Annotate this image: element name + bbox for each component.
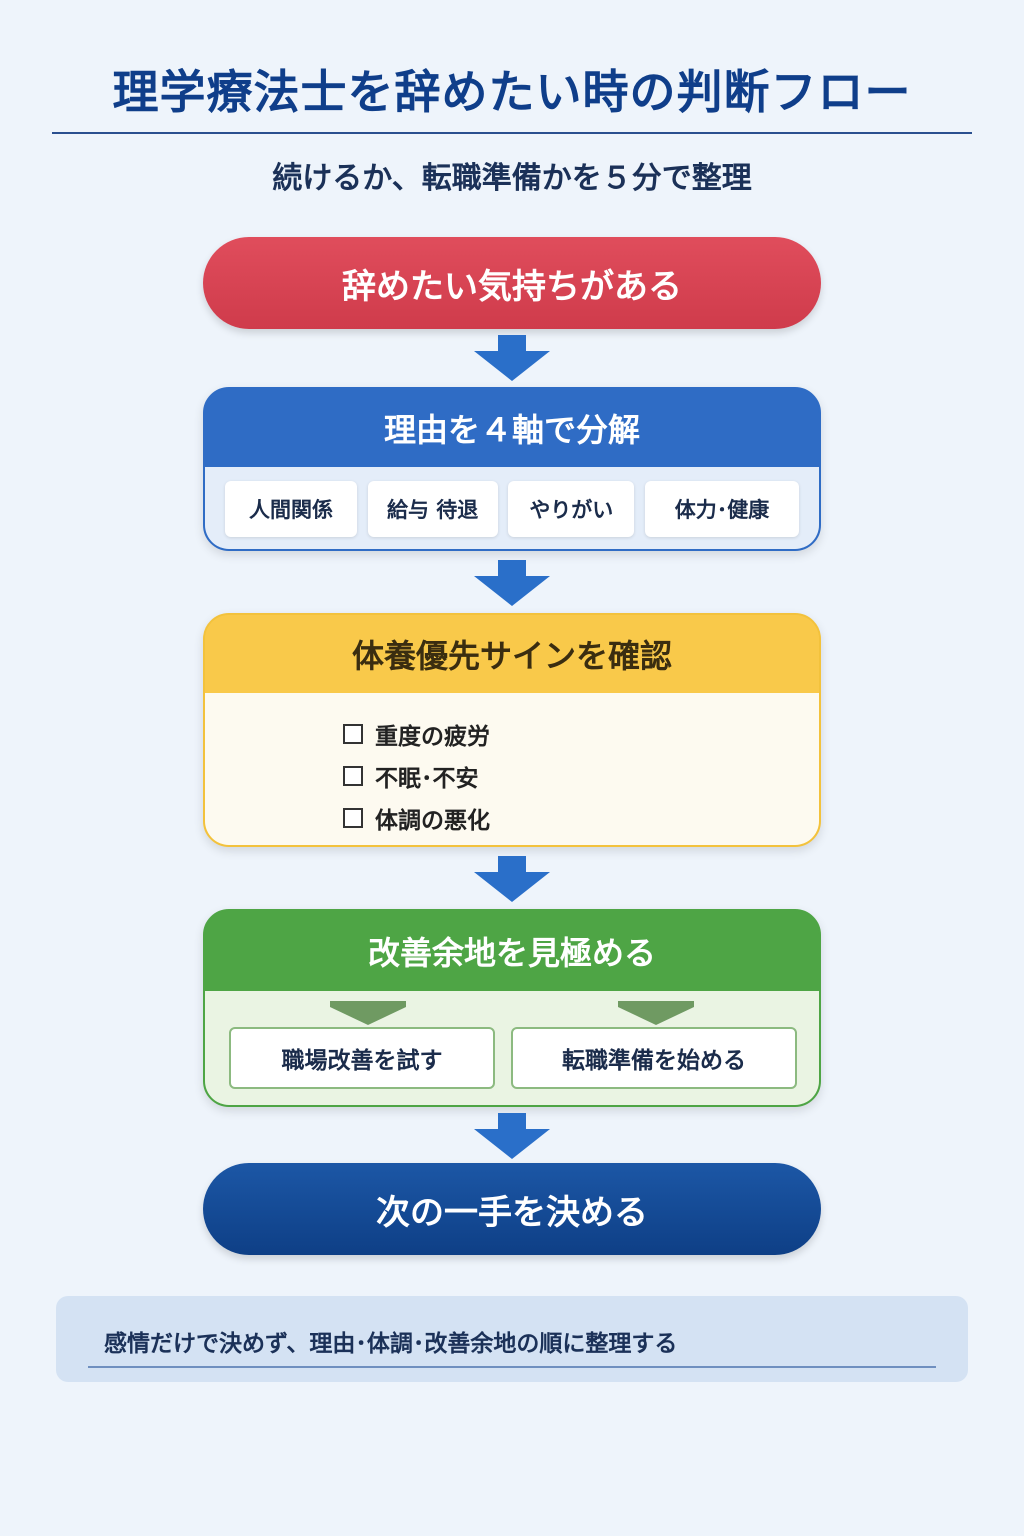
rest-checklist: 重度の疲労 不眠･不安 体調の悪化: [205, 693, 819, 845]
checkbox-icon: [343, 808, 363, 828]
axis-chip: 給与 待退: [367, 481, 498, 537]
step-reason-card: 理由を４軸で分解 人間関係 給与 待退 やりがい 体力･健康: [203, 387, 821, 551]
page-title: 理学療法士を辞めたい時の判断フロー: [112, 65, 912, 119]
arrow-down-icon: [474, 335, 550, 381]
option-box: 職場改善を試す: [229, 1027, 495, 1089]
checklist-label: 体調の悪化: [375, 808, 490, 834]
footer-note: 感情だけで決めず、理由･体調･改善余地の順に整理する: [56, 1296, 968, 1382]
axis-chip: 体力･健康: [644, 481, 799, 537]
reason-axes: 人間関係 給与 待退 やりがい 体力･健康: [205, 467, 819, 549]
checklist-label: 不眠･不安: [375, 766, 479, 792]
option-box: 転職準備を始める: [511, 1027, 797, 1089]
flow-start-pill: 辞めたい気持ちがある: [203, 237, 821, 329]
checklist-item: 不眠･不安: [343, 755, 819, 797]
step-rest-card: 体養優先サインを確認 重度の疲労 不眠･不安 体調の悪化: [203, 613, 821, 847]
checklist-item: 重度の疲労: [343, 713, 819, 755]
footer-note-text: 感情だけで決めず、理由･体調･改善余地の順に整理する: [104, 1331, 678, 1357]
flow-end-pill: 次の一手を決める: [203, 1163, 821, 1255]
step-improve-card: 改善余地を見極める 職場改善を試す 転職準備を始める: [203, 909, 821, 1107]
step-reason-title: 理由を４軸で分解: [205, 389, 819, 467]
arrow-down-icon: [474, 1113, 550, 1159]
arrow-down-icon: [330, 1001, 406, 1025]
page-subtitle: 続けるか、転職準備かを５分で整理: [272, 161, 752, 196]
footer-note-underline: [88, 1366, 936, 1368]
checkbox-icon: [343, 724, 363, 744]
arrow-down-icon: [618, 1001, 694, 1025]
title-underline: [52, 132, 972, 134]
improve-options: 職場改善を試す 転職準備を始める: [205, 991, 819, 1105]
arrow-down-icon: [474, 560, 550, 606]
checkbox-icon: [343, 766, 363, 786]
step-improve-title: 改善余地を見極める: [205, 911, 819, 991]
checklist-label: 重度の疲労: [375, 724, 490, 750]
axis-chip: やりがい: [508, 481, 635, 537]
step-rest-title: 体養優先サインを確認: [205, 615, 819, 693]
arrow-down-icon: [474, 856, 550, 902]
axis-chip: 人間関係: [225, 481, 357, 537]
checklist-item: 体調の悪化: [343, 797, 819, 839]
